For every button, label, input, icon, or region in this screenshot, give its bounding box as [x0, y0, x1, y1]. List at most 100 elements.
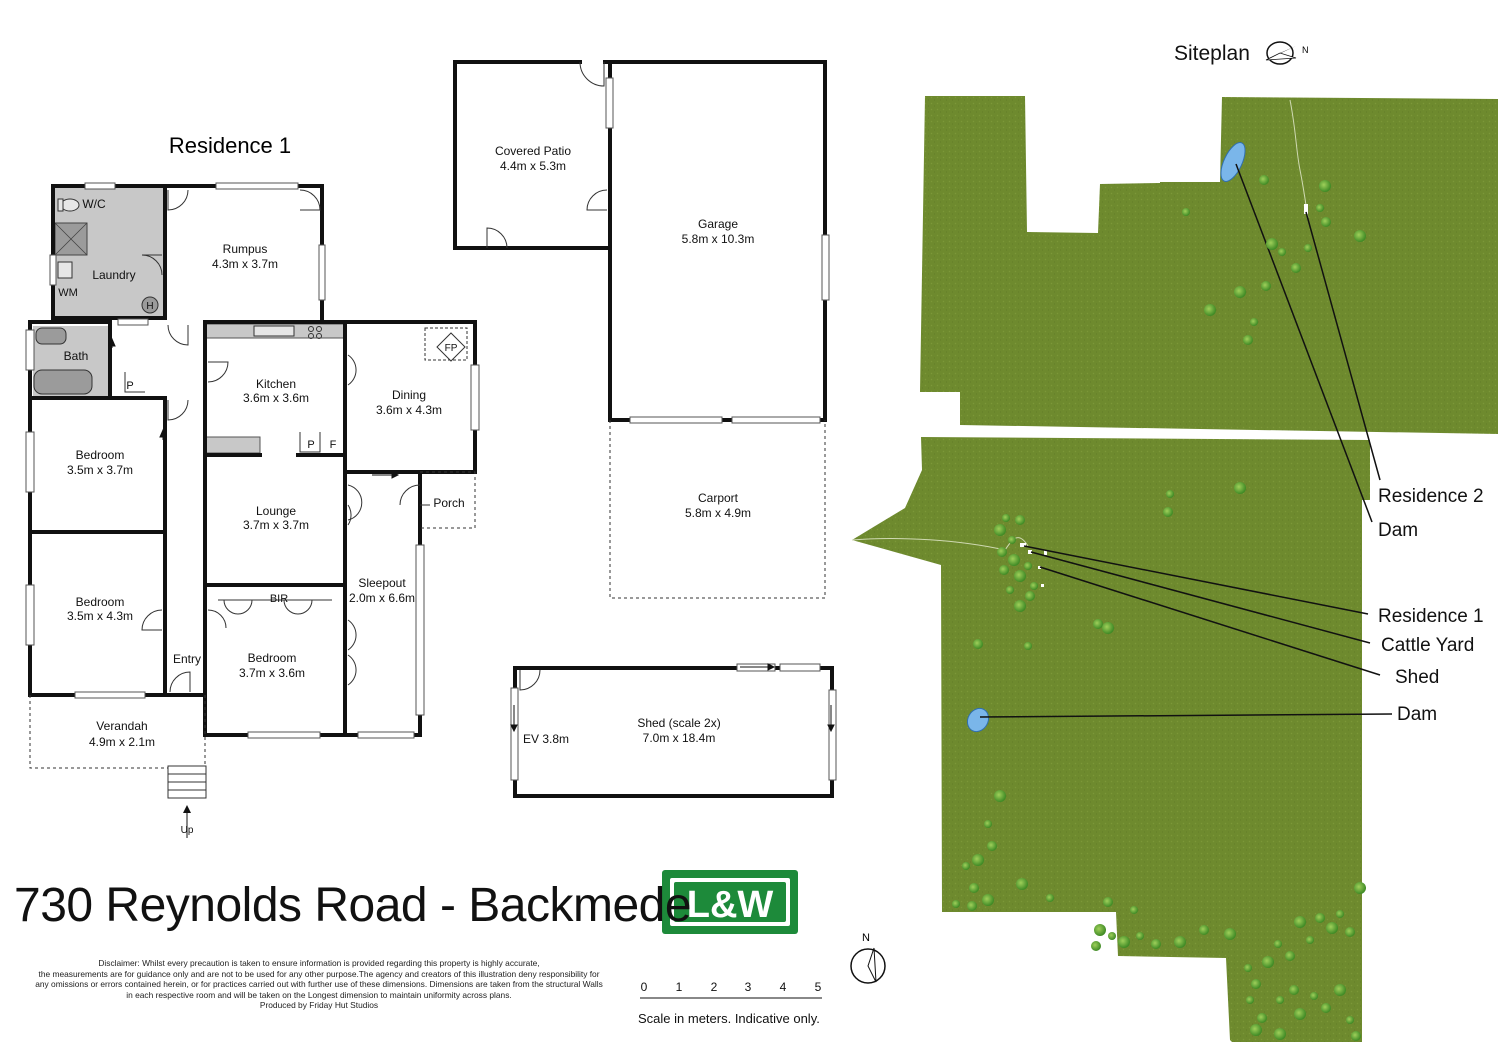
tree-icon — [1261, 281, 1271, 291]
tree-icon — [1234, 286, 1246, 298]
tree-icon — [1243, 335, 1253, 345]
disclaimer-line: Disclaimer: Whilst every precaution is t… — [98, 958, 540, 968]
tree-icon — [1163, 507, 1173, 517]
parcel-north — [920, 96, 1498, 434]
disclaimer: Disclaimer: Whilst every precaution is t… — [24, 958, 614, 1011]
disclaimer-line: the measurements are for guidance only a… — [38, 968, 600, 979]
tree-icon — [1354, 882, 1366, 894]
tree-icon — [1016, 878, 1028, 890]
tree-icon — [1321, 1003, 1331, 1013]
tree-icon — [1006, 586, 1014, 594]
tree-icon — [1278, 248, 1286, 256]
tree-icon — [1234, 482, 1246, 494]
dam-north-shape — [1220, 142, 1246, 182]
tree-icon — [1259, 175, 1269, 185]
tree-icon — [1024, 562, 1032, 570]
tree-icon — [1319, 180, 1331, 192]
tree-icon — [1315, 913, 1325, 923]
tree-icon — [1336, 910, 1344, 918]
disclaimer-credit: Produced by Friday Hut Studios — [259, 1000, 379, 1011]
shed-size: 7.0m x 18.4m — [643, 731, 716, 745]
garage-name: Garage — [698, 217, 738, 231]
entry-label: Entry — [173, 652, 201, 666]
rumpus-size: 4.3m x 3.7m — [212, 257, 278, 271]
pantry-label-1: P — [126, 380, 133, 392]
tree-icon — [1030, 582, 1038, 590]
scale-note: Scale in meters. Indicative only. — [638, 1011, 820, 1026]
carport-name: Carport — [698, 491, 739, 505]
tree-icon — [1008, 554, 1020, 566]
tree-icon — [1310, 992, 1318, 1000]
siteplan-trees — [952, 175, 1366, 1041]
tree-icon — [1244, 964, 1252, 972]
tree-icon — [1291, 263, 1301, 273]
tree-icon — [1103, 897, 1113, 907]
bir-label: BIR — [270, 593, 288, 605]
tree-icon — [1250, 1024, 1262, 1036]
tree-icon — [1345, 927, 1355, 937]
siteplan-shed-label: Shed — [1395, 667, 1439, 688]
tree-icon — [1199, 925, 1209, 935]
tree-icon — [972, 854, 984, 866]
tree-icon — [1294, 1008, 1306, 1020]
up-label: Up — [181, 825, 194, 836]
tree-icon — [1108, 932, 1116, 940]
kitchen-name: Kitchen — [256, 377, 296, 391]
tree-icon — [1276, 996, 1284, 1004]
tree-icon — [973, 639, 983, 649]
parcel-south — [852, 437, 1370, 1042]
tree-icon — [962, 862, 970, 870]
tree-icon — [1014, 600, 1026, 612]
tree-icon — [999, 565, 1009, 575]
fridge-label: F — [330, 439, 337, 451]
shed-name: Shed (scale 2x) — [637, 716, 720, 730]
tree-icon — [1224, 928, 1236, 940]
tree-icon — [952, 900, 960, 908]
tree-icon — [1015, 515, 1025, 525]
tree-icon — [1326, 922, 1338, 934]
laundry-label: Laundry — [92, 268, 135, 282]
tree-icon — [997, 547, 1007, 557]
scale-tick-0: 0 — [641, 980, 648, 994]
kitchen-island — [205, 436, 261, 454]
tree-icon — [1354, 230, 1366, 242]
disclaimer-line: any omissions or errors contained herein… — [35, 979, 603, 990]
siteplan-dam-south-label: Dam — [1397, 704, 1437, 725]
tree-icon — [982, 894, 994, 906]
tree-icon — [994, 524, 1006, 536]
scale-bar: 0 1 2 3 4 5 — [640, 980, 822, 999]
bedroom-1-name: Bedroom — [76, 448, 125, 462]
tree-icon — [1246, 996, 1254, 1004]
tree-icon — [1118, 936, 1130, 948]
scale-tick-4: 4 — [780, 980, 787, 994]
sleepout-name: Sleepout — [358, 576, 406, 590]
tree-icon — [1046, 894, 1054, 902]
tree-icon — [1306, 936, 1314, 944]
patio-size: 4.4m x 5.3m — [500, 159, 566, 173]
bath-vanity — [35, 327, 67, 345]
lounge-size: 3.7m x 3.7m — [243, 518, 309, 532]
tree-icon — [1294, 916, 1306, 928]
tree-icon — [969, 883, 979, 893]
dam-south-shape — [966, 707, 990, 733]
rumpus-name: Rumpus — [223, 242, 268, 256]
garage-size: 5.8m x 10.3m — [682, 232, 755, 246]
siteplan: N Residence 2 — [851, 41, 1498, 1042]
wc-label: W/C — [82, 197, 106, 211]
ev-label: EV 3.8m — [523, 732, 569, 746]
logo-text: L&W — [687, 884, 774, 926]
tree-icon — [1182, 208, 1190, 216]
tree-icon — [1274, 1028, 1286, 1040]
property-address: 730 Reynolds Road - Backmede — [14, 879, 692, 932]
tree-icon — [1266, 238, 1278, 250]
bedroom-2-name: Bedroom — [76, 595, 125, 609]
tree-icon — [1002, 514, 1010, 522]
tree-icon — [1174, 936, 1186, 948]
dining-size: 3.6m x 4.3m — [376, 403, 442, 417]
verandah-size: 4.9m x 2.1m — [89, 735, 155, 749]
siteplan-residence-1-label: Residence 1 — [1378, 606, 1484, 627]
sleepout-size: 2.0m x 6.6m — [349, 591, 415, 605]
tree-icon — [1289, 985, 1299, 995]
pantry-label-2: P — [307, 439, 314, 451]
